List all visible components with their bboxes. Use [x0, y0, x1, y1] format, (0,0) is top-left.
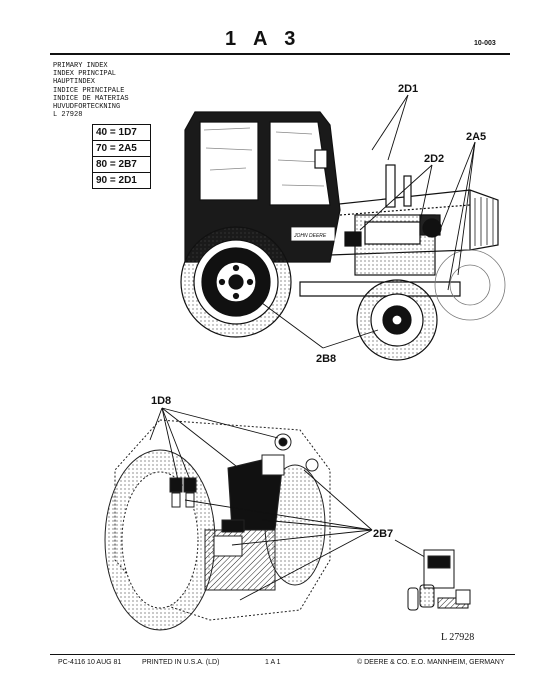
header-rule — [50, 53, 510, 55]
index-heading-it: INDICE PRINCIPALE — [53, 86, 125, 95]
index-heading-sv: HUVUDFORTECKNING — [53, 103, 121, 112]
callout-2b7[interactable]: 2B7 — [373, 528, 393, 540]
footer-page: 1 A 1 — [265, 659, 281, 666]
footer-rule — [50, 654, 515, 655]
index-table: 40 = 1D7 70 = 2A5 80 = 2B7 90 = 2D1 — [92, 124, 151, 189]
index-row[interactable]: 80 = 2B7 — [93, 157, 150, 173]
footer-publication: PC-4116 10 AUG 81 — [58, 659, 122, 666]
primary-index-block: PRIMARY INDEX INDEX PRINCIPAL HAUPTINDEX… — [53, 62, 129, 119]
index-heading-fr: INDEX PRINCIPAL — [53, 70, 117, 79]
page-title: 1 A 3 — [225, 28, 302, 50]
page-code: 10-003 — [474, 40, 496, 47]
index-row[interactable]: 90 = 2D1 — [96, 175, 137, 186]
callout-2b8[interactable]: 2B8 — [316, 353, 336, 365]
tractor-side-illustration — [180, 94, 506, 361]
index-heading-es: INDICE DE MATERIAS — [53, 94, 129, 103]
callout-2d1[interactable]: 2D1 — [398, 83, 418, 95]
cab-badge-text: JOHN DEERE — [293, 233, 327, 239]
callout-2a5[interactable]: 2A5 — [466, 131, 486, 143]
callout-2d2[interactable]: 2D2 — [424, 153, 444, 165]
illustration-reference: L 27928 — [441, 632, 475, 643]
index-row[interactable]: 70 = 2A5 — [93, 141, 150, 157]
battery-kit-illustration — [407, 549, 471, 611]
index-reference: L 27928 — [53, 111, 83, 120]
callout-1d8[interactable]: 1D8 — [151, 395, 171, 407]
index-heading-de: HAUPTINDEX — [53, 78, 96, 87]
index-row[interactable]: 40 = 1D7 — [93, 125, 150, 141]
footer-printed: PRINTED IN U.S.A. (LD) — [142, 659, 220, 666]
index-heading-en: PRIMARY INDEX — [53, 62, 108, 70]
footer-copyright: © DEERE & CO. E.O. MANNHEIM, GERMANY — [357, 659, 505, 666]
tractor-perspective-illustration — [104, 407, 471, 631]
